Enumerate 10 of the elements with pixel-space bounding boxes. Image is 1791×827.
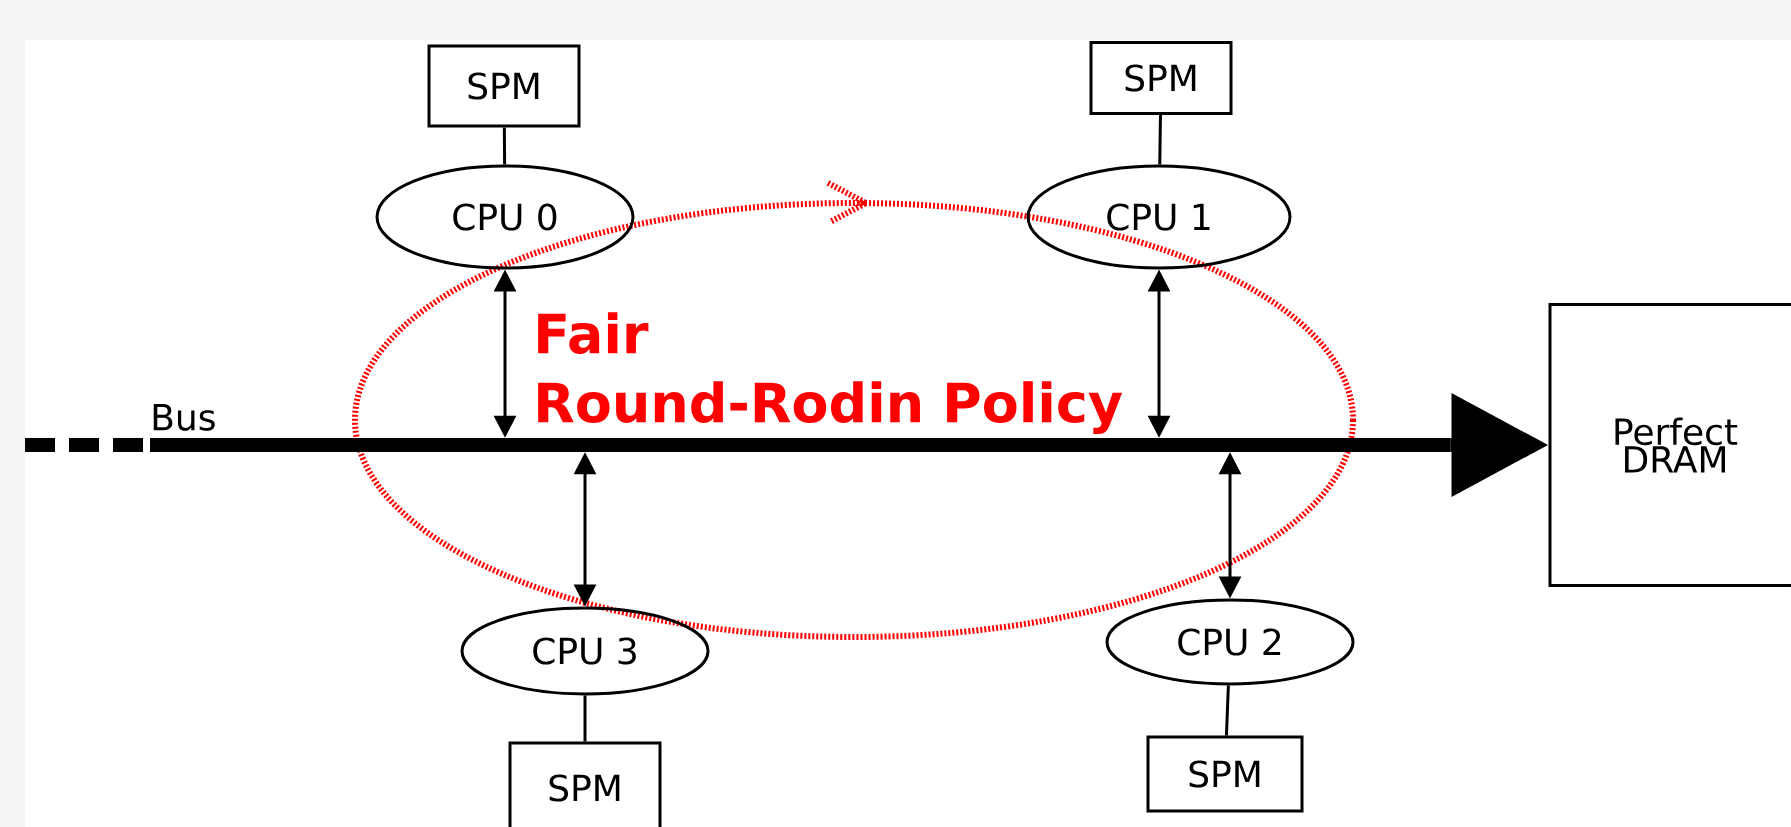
connector-line <box>502 127 507 165</box>
memory-box: Perfect DRAM <box>1548 303 1791 587</box>
memory-box: SPM <box>1089 41 1233 115</box>
policy-label: Fair Round-Rodin Policy <box>538 312 1123 434</box>
memory-box: SPM <box>427 44 581 128</box>
connector-line <box>1224 685 1230 736</box>
memory-box: SPM <box>1146 735 1304 813</box>
memory-box: SPM <box>508 741 662 827</box>
connector-line <box>1158 114 1162 165</box>
connector-line <box>583 695 587 742</box>
